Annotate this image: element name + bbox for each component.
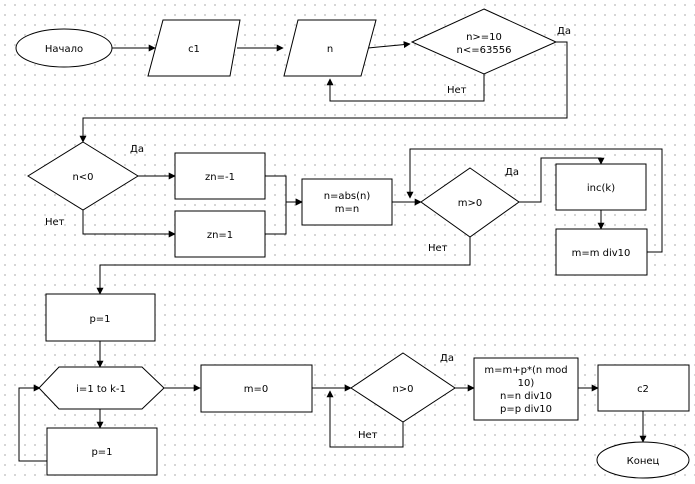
decision-range: n>=10 n<=63556 (410, 8, 558, 75)
label-mcond-yes: Да (505, 167, 519, 178)
edge-ncond-no-loop (326, 390, 404, 448)
edge-neg-no (82, 210, 176, 238)
process-calc-line2: 10) (518, 378, 535, 389)
edge-n-to-range (367, 41, 411, 49)
label-neg-yes: Да (130, 144, 144, 155)
process-abs: n=abs(n) m=n (301, 178, 393, 226)
decision-range-line2: n<=63556 (457, 45, 512, 56)
process-p-init-label: p=1 (89, 314, 110, 325)
edge-mcond-yes (518, 157, 605, 203)
process-zn-neg-label: zn=-1 (205, 172, 235, 183)
process-zn-pos: zn=1 (174, 210, 266, 258)
process-zn-neg: zn=-1 (174, 152, 266, 200)
process-inc-k: inc(k) (555, 163, 647, 211)
process-c2-label: c2 (637, 384, 649, 395)
process-loop-body-label: p=1 (91, 447, 112, 458)
process-c2: c2 (597, 364, 690, 412)
edge-znpos-to-abs (265, 198, 303, 235)
process-inc-k-label: inc(k) (587, 183, 615, 194)
process-calc-line3: n=n div10 (500, 391, 552, 402)
decision-negative-label: n<0 (72, 172, 93, 183)
process-m-zero: m=0 (200, 364, 313, 413)
process-calc: m=m+p*(n mod 10) n=n div10 p=p div10 (473, 357, 579, 421)
process-calc-line4: p=p div10 (500, 404, 552, 415)
label-range-no: Нет (447, 85, 467, 96)
process-m-zero-label: m=0 (244, 384, 268, 395)
process-abs-line1: n=abs(n) (324, 191, 371, 202)
process-abs-line2: m=n (335, 204, 359, 215)
loop-i-label: i=1 to k-1 (76, 384, 126, 395)
process-loop-body: p=1 (46, 427, 158, 476)
label-ncond-yes: Да (440, 353, 454, 364)
decision-range-line1: n>=10 (466, 32, 502, 43)
label-neg-no: Нет (45, 217, 65, 228)
decision-n-positive-label: n>0 (392, 384, 413, 395)
start-label: Начало (45, 44, 83, 55)
input-n-label: n (327, 44, 333, 55)
input-n: n (283, 19, 377, 77)
label-range-yes: Да (557, 26, 571, 37)
decision-negative: n<0 (27, 141, 139, 211)
end-terminal: Конец (596, 441, 690, 479)
edge-range-no-loop (326, 74, 485, 102)
process-p-init: p=1 (45, 293, 156, 342)
edge-body-loopback (18, 384, 47, 462)
edge-mcond-no (96, 237, 471, 295)
process-div-m: m=m div10 (555, 228, 648, 276)
input-c1: c1 (147, 19, 241, 77)
end-label: Конец (627, 456, 660, 467)
process-div-m-label: m=m div10 (572, 248, 631, 259)
edge-znneg-to-abs (265, 175, 303, 206)
loop-i: i=1 to k-1 (38, 366, 165, 410)
decision-m-positive: m>0 (420, 167, 520, 238)
decision-m-positive-label: m>0 (458, 198, 482, 209)
process-zn-pos-label: zn=1 (207, 230, 233, 241)
process-calc-line1: m=m+p*(n mod (484, 365, 567, 376)
start-terminal: Начало (15, 28, 113, 68)
input-c1-label: c1 (188, 44, 200, 55)
label-ncond-no: Нет (358, 430, 378, 441)
edge-range-yes (79, 41, 568, 143)
decision-n-positive: n>0 (350, 352, 456, 423)
label-mcond-no: Нет (428, 243, 448, 254)
edge-div-loopback (406, 148, 663, 253)
